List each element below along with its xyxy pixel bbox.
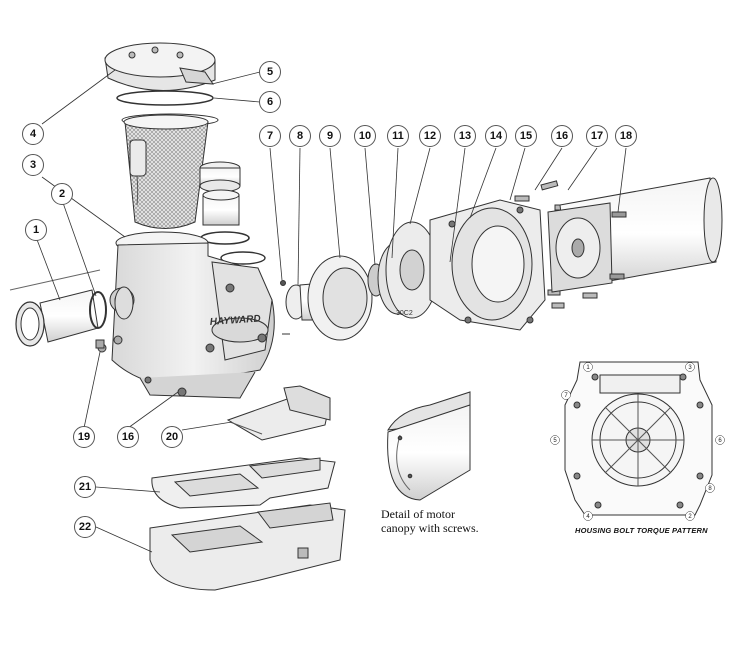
impeller-label: 30C2 <box>396 310 413 317</box>
torque-seq-label: 6 <box>718 438 722 444</box>
torque-seq-1: 1 <box>583 362 593 372</box>
callout-11: 11 <box>387 125 409 147</box>
torque-pattern-drawing <box>564 361 713 516</box>
callout-18: 18 <box>615 125 637 147</box>
pump-housing <box>109 231 275 399</box>
lid-o-ring <box>116 90 214 106</box>
callout-9: 9 <box>319 125 341 147</box>
base-spacer <box>226 385 331 441</box>
motor-adapter <box>429 199 546 331</box>
callout-4: 4 <box>22 123 44 145</box>
callout-19: 19 <box>73 426 95 448</box>
torque-seq-label: 3 <box>688 365 692 371</box>
torque-seq-7: 7 <box>561 390 571 400</box>
callout-13: 13 <box>454 125 476 147</box>
diffuser <box>307 255 373 341</box>
callout-10: 10 <box>354 125 376 147</box>
callout-8: 8 <box>289 125 311 147</box>
impeller-assembly <box>367 221 439 319</box>
callout-14: 14 <box>485 125 507 147</box>
mounting-base-small <box>151 457 336 509</box>
torque-seq-2: 2 <box>685 511 695 521</box>
torque-seq-label: 2 <box>688 514 692 520</box>
housing-brand-text: HAYWARD <box>209 313 261 328</box>
mounting-base-large <box>149 502 346 591</box>
torque-seq-label: 8 <box>708 486 712 492</box>
torque-seq-label: 7 <box>564 393 568 399</box>
torque-seq-6: 6 <box>715 435 725 445</box>
callout-3: 3 <box>22 154 44 176</box>
motor-canopy-detail <box>387 391 471 501</box>
callout-22: 22 <box>74 516 96 538</box>
strainer-basket <box>123 114 209 229</box>
callout-1: 1 <box>25 219 47 241</box>
callout-15: 15 <box>515 125 537 147</box>
torque-seq-5: 5 <box>550 435 560 445</box>
torque-seq-label: 1 <box>586 365 590 371</box>
torque-seq-3: 3 <box>685 362 695 372</box>
torque-sequence: 1 2 3 4 5 6 7 8 <box>550 362 725 521</box>
canopy-caption-line2: canopy with screws. <box>381 521 479 535</box>
strainer-lid <box>104 42 216 91</box>
torque-seq-label: 5 <box>553 438 557 444</box>
callout-16: 16 <box>551 125 573 147</box>
torque-seq-4: 4 <box>583 511 593 521</box>
diffuser-parts <box>199 161 266 265</box>
callout-17: 17 <box>586 125 608 147</box>
torque-seq-label: 4 <box>586 514 590 520</box>
drain-plugs <box>95 339 105 349</box>
union-fittings <box>9 269 134 353</box>
callout-5: 5 <box>259 61 281 83</box>
callout-20: 20 <box>161 426 183 448</box>
motor <box>547 177 723 293</box>
callout-16-lower: 16 <box>117 426 139 448</box>
callout-2: 2 <box>51 183 73 205</box>
torque-pattern-title: HOUSING BOLT TORQUE PATTERN <box>575 526 708 535</box>
callout-7: 7 <box>259 125 281 147</box>
torque-seq-8: 8 <box>705 483 715 493</box>
canopy-caption: Detail of motor canopy with screws. <box>381 507 479 535</box>
callout-12: 12 <box>419 125 441 147</box>
callout-21: 21 <box>74 476 96 498</box>
callout-6: 6 <box>259 91 281 113</box>
canopy-caption-line1: Detail of motor <box>381 507 455 521</box>
